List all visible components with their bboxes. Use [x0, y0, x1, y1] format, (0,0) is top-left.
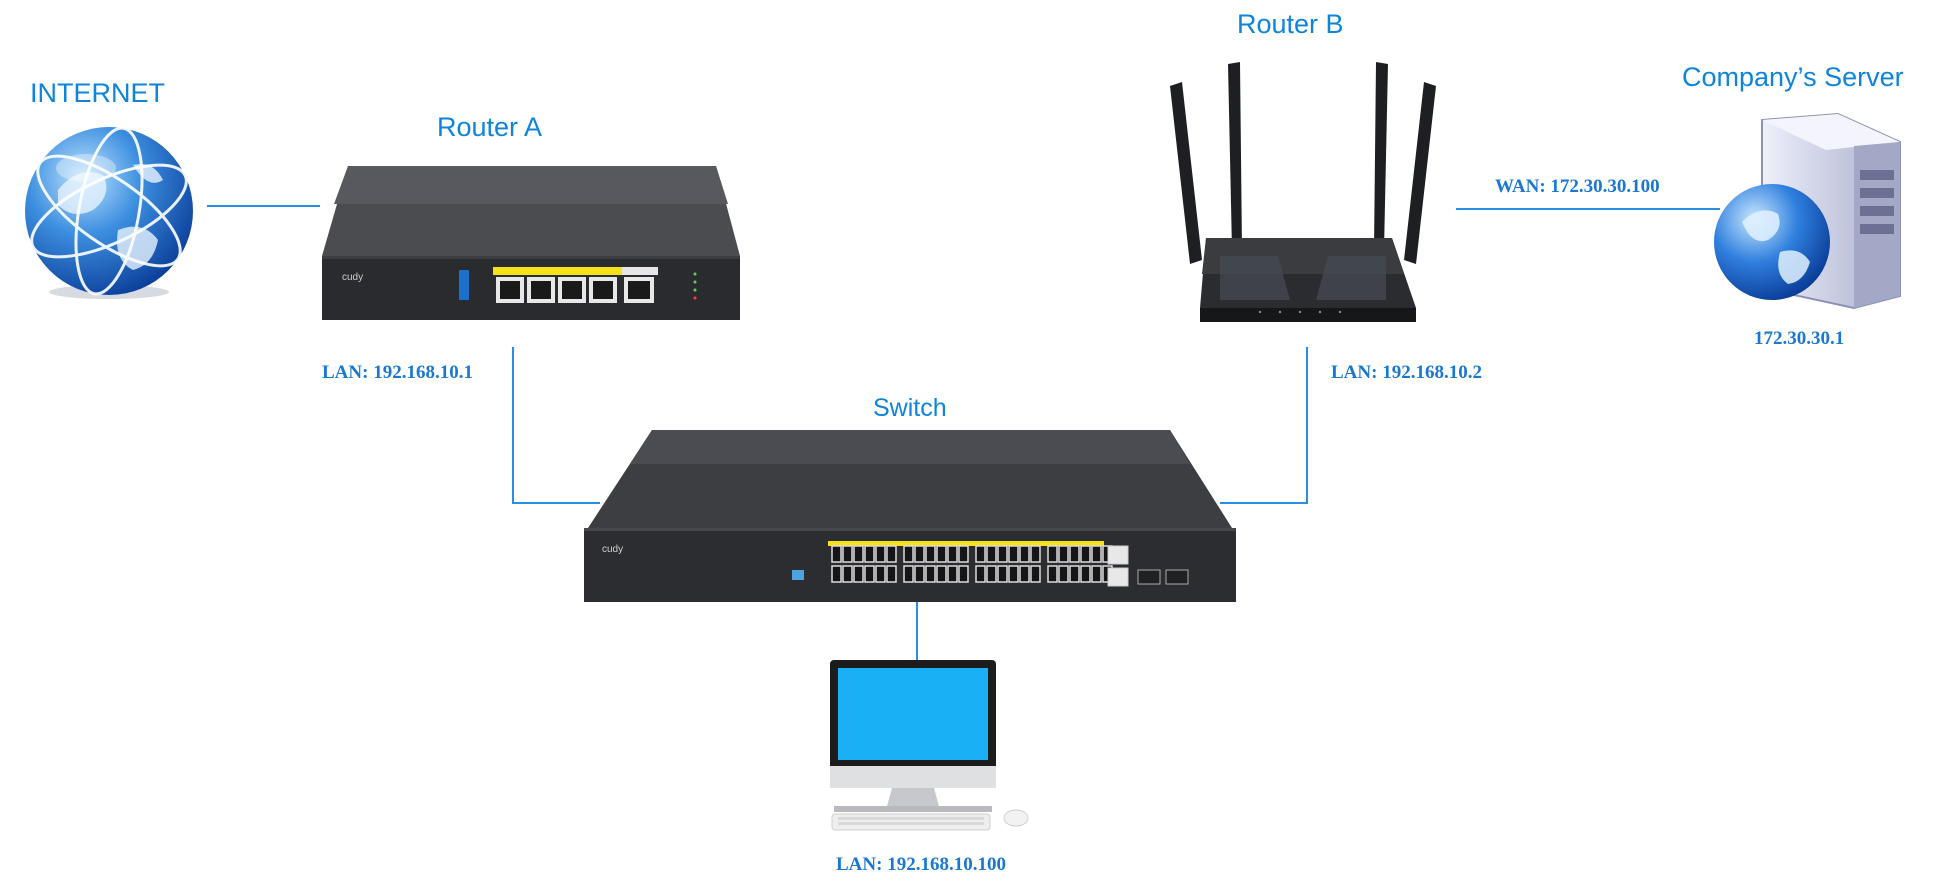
- switch-port: [1080, 545, 1091, 563]
- link-router-b-switch-vertical: [1306, 347, 1308, 503]
- switch-port: [947, 545, 958, 563]
- switch-port: [1058, 545, 1069, 563]
- switch-port: [958, 545, 969, 563]
- switch-port: [853, 545, 864, 563]
- switch-port: [936, 545, 947, 563]
- link-router-a-switch-vertical: [512, 347, 514, 503]
- switch-port: [1091, 545, 1102, 563]
- switch-port: [864, 565, 875, 583]
- switch-port: [853, 565, 864, 583]
- link-internet-router-a: [207, 205, 320, 207]
- switch-port: [1069, 565, 1080, 583]
- router-b-wan-address: WAN: 172.30.30.100: [1495, 176, 1660, 197]
- switch-port: [975, 545, 986, 563]
- switch-port: [986, 565, 997, 583]
- switch-port: [1080, 565, 1091, 583]
- switch-port: [925, 545, 936, 563]
- router-b-lan-address: LAN: 192.168.10.2: [1331, 362, 1482, 383]
- server-label: Company’s Server: [1682, 62, 1904, 92]
- server-ip-address: 172.30.30.1: [1754, 328, 1845, 349]
- switch-port: [903, 565, 914, 583]
- switch-port: [925, 565, 936, 583]
- switch-port: [842, 565, 853, 583]
- switch-port: [1030, 545, 1041, 563]
- switch-port: [1069, 545, 1080, 563]
- link-router-a-switch-horizontal: [512, 502, 600, 504]
- switch-port: [875, 565, 886, 583]
- pc-lan-address: LAN: 192.168.10.100: [836, 854, 1006, 875]
- switch-port: [1091, 565, 1102, 583]
- switch-port: [1019, 545, 1030, 563]
- link-router-b-switch-horizontal: [1220, 502, 1308, 504]
- switch-port: [875, 545, 886, 563]
- switch-port: [914, 565, 925, 583]
- switch-port: [864, 545, 875, 563]
- switch-port: [958, 565, 969, 583]
- switch-port: [914, 545, 925, 563]
- switch-port: [1047, 565, 1058, 583]
- switch-port: [936, 565, 947, 583]
- switch-port: [1019, 565, 1030, 583]
- router-b-label: Router B: [1237, 9, 1344, 39]
- switch-port: [975, 565, 986, 583]
- router-a-lan-address: LAN: 192.168.10.1: [322, 362, 473, 383]
- switch-port: [1008, 545, 1019, 563]
- switch-port: [831, 545, 842, 563]
- switch-port: [1058, 565, 1069, 583]
- router-a-device: cudy: [322, 166, 740, 320]
- switch-device: cudy: [584, 430, 1236, 602]
- router-a-brand: cudy: [342, 272, 363, 283]
- internet-label: INTERNET: [30, 78, 165, 108]
- switch-label: Switch: [873, 394, 947, 422]
- switch-port: [831, 565, 842, 583]
- router-a-label: Router A: [437, 112, 543, 142]
- link-router-b-server: [1456, 208, 1720, 210]
- switch-port: [1008, 565, 1019, 583]
- pc-device: [830, 660, 1029, 831]
- switch-port: [842, 545, 853, 563]
- switch-port: [886, 545, 897, 563]
- switch-port: [903, 545, 914, 563]
- switch-port: [947, 565, 958, 583]
- switch-port: [1030, 565, 1041, 583]
- switch-brand: cudy: [602, 544, 623, 555]
- switch-port: [997, 545, 1008, 563]
- pc-screen: [838, 668, 988, 760]
- server-device: [1714, 112, 1901, 310]
- switch-port: [886, 565, 897, 583]
- switch-port: [1047, 545, 1058, 563]
- link-switch-pc: [916, 600, 918, 662]
- router-b-device: [1170, 62, 1436, 322]
- switch-port: [997, 565, 1008, 583]
- internet-globe-icon: [25, 126, 193, 299]
- switch-port: [986, 545, 997, 563]
